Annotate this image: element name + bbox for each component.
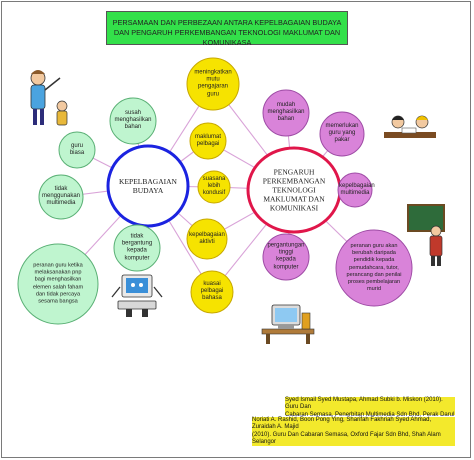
desk-computer-icon	[261, 304, 315, 344]
right-node-circle-5	[335, 229, 413, 307]
writing-children-icon	[384, 115, 436, 138]
middle-node-label-1: meningkatkan mutu pengajaran guru	[194, 69, 232, 98]
right-node-label-4: pergantungan tinggi kepada komputer	[267, 242, 305, 271]
middle-node-label-2: maklumat pelbagai	[194, 133, 221, 147]
left-node-circle-3	[38, 174, 84, 220]
left-node-label-3: tidak menggunakan multimedia	[41, 186, 81, 207]
middle-node-circle-5	[190, 270, 234, 314]
middle-node-circle-2	[189, 122, 227, 160]
left-node-label-2: guru biasa	[69, 142, 85, 156]
middle-node-circle-4	[186, 218, 228, 260]
middle-node-label-5: kuasai pelbagai bahasa	[200, 281, 224, 302]
right-hub-label: PENGARUH PERKEMBANGAN TEKNOLOGI MAKLUMAT…	[262, 167, 326, 213]
left-node-circle-4	[113, 224, 161, 272]
right-node-label-1: mudah menghasilkan bahan	[267, 102, 305, 123]
left-node-circle-2	[58, 131, 96, 169]
reference-1: Syed Ismail Syed Mustapa, Ahmad Subki b.…	[285, 397, 455, 425]
teacher-cartoon-icon	[30, 70, 68, 126]
middle-node-circle-3	[197, 170, 231, 204]
computer-character-icon	[111, 274, 163, 317]
left-hub-label: KEPELBAGAIAN BUDAYA	[119, 177, 177, 195]
right-node-circle-4	[262, 233, 310, 281]
right-node-label-5: peranan guru akan berubah daripada pendi…	[346, 242, 402, 293]
right-node-circle-2	[319, 111, 365, 157]
right-node-label-3: kepelbagaian multimedia	[339, 182, 375, 196]
diagram-title: PERSAMAAN DAN PERBEZAAN ANTARA KEPELBAGA…	[106, 11, 348, 47]
right-node-circle-1	[262, 89, 310, 137]
middle-node-label-4: kepelbagaian aktivti	[189, 231, 225, 245]
left-hub-circle	[106, 144, 190, 228]
right-node-label-2: memerlukan guru yang pakar	[325, 123, 359, 144]
right-node-circle-3	[337, 172, 373, 208]
left-node-circle-1	[109, 97, 157, 145]
left-node-label-5: peranan guru ketika melaksanakan pnp bag…	[32, 262, 84, 305]
reference-2: Noriati A. Rashid, Boon Pong Ying, Shari…	[252, 417, 455, 446]
left-node-circle-5	[17, 243, 99, 325]
left-node-label-1: susah menghasilkan bahan	[114, 110, 152, 131]
middle-node-label-3: suasana lebih kondusif	[202, 176, 226, 197]
middle-node-circle-1	[186, 57, 240, 111]
teacher-board-icon	[407, 204, 445, 266]
left-node-label-4: tidak bergantung kepada komputer	[121, 233, 153, 262]
